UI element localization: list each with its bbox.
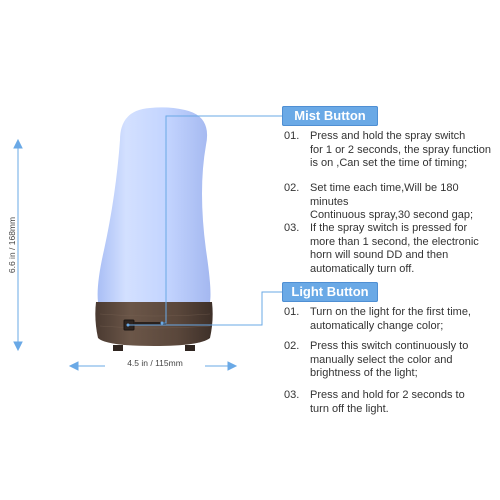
light-callout-line — [128, 291, 282, 326]
mist-item-3-text: If the spray switch is pressed for more … — [310, 222, 479, 275]
light-item-3-text: Press and hold for 2 seconds to turn off… — [310, 389, 465, 415]
height-dimension-label: 6.6 in / 168mm — [7, 216, 17, 274]
mist-item-2-text: Set time each time,Will be 180 minutes C… — [310, 182, 474, 221]
diffuser-body — [97, 107, 211, 302]
light-item-2-number: 02. — [284, 340, 300, 352]
light-item-1-text: Turn on the light for the first time, au… — [310, 306, 471, 332]
mist-callout-line — [162, 115, 282, 324]
light-item-1-number: 01. — [284, 306, 300, 318]
light-item-3-number: 03. — [284, 389, 300, 401]
mist-item-2-number: 02. — [284, 182, 300, 194]
mist-item-3-number: 03. — [284, 222, 300, 234]
mist-button-title: Mist Button — [282, 106, 378, 126]
mist-switch-slot — [134, 322, 166, 325]
width-dimension-label: 4.5 in / 115mm — [105, 358, 205, 368]
mist-item-1-text: Press and hold the spray switch for 1 or… — [310, 130, 491, 169]
light-item-2-text: Press this switch continuously to manual… — [310, 340, 469, 379]
height-dimension-line — [13, 138, 23, 352]
mist-item-1-number: 01. — [284, 130, 300, 142]
light-button-title: Light Button — [282, 282, 378, 302]
